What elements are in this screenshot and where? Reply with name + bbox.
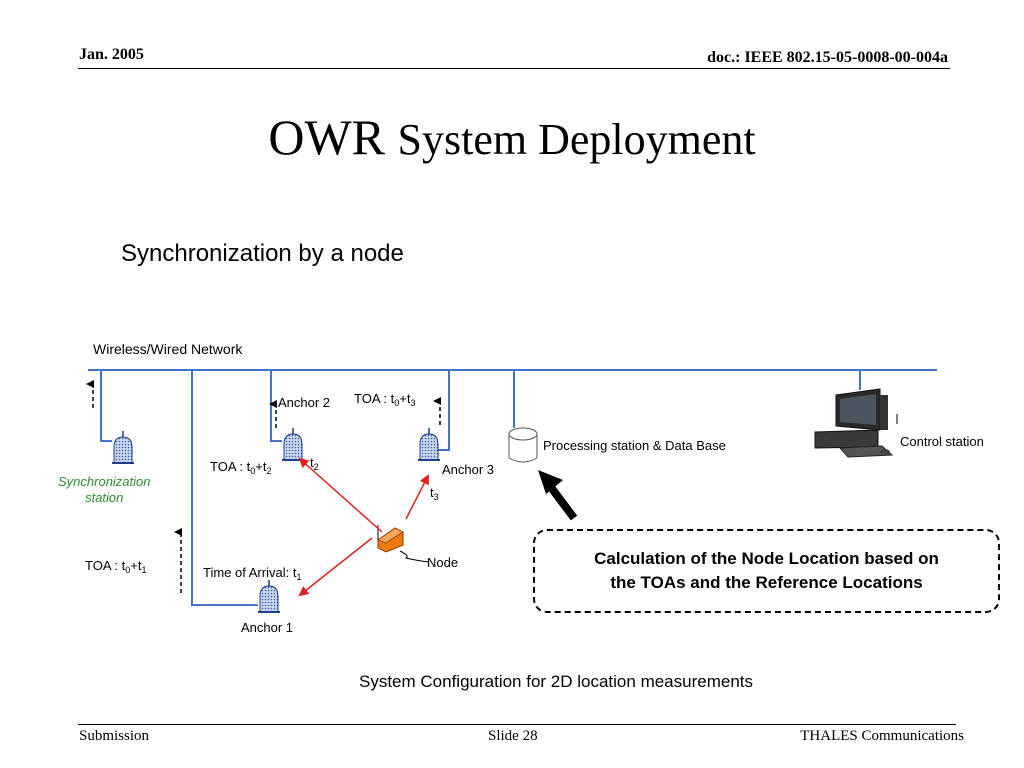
diagram-caption: System Configuration for 2D location mea… — [358, 672, 753, 691]
toa-anchor2-label: TOA : t0+t2 — [210, 459, 272, 476]
anchor1-antenna-icon — [258, 580, 280, 613]
sync-station-line2: station — [85, 490, 124, 505]
footer-slide-number: Slide 28 — [488, 728, 538, 744]
title-rest: System Deployment — [397, 115, 756, 164]
header-rule — [78, 68, 950, 69]
anchor3-antenna-icon — [418, 428, 440, 461]
header-date: Jan. 2005 — [79, 46, 144, 63]
network-label: Wireless/Wired Network — [93, 341, 243, 357]
toa-sync-label: TOA : t0+t1 — [85, 558, 147, 575]
slide-title: OWR System Deployment — [0, 108, 1024, 166]
callout-line1: Calculation of the Node Location based o… — [594, 549, 939, 568]
time-of-arrival-label: Time of Arrival: t1 — [203, 565, 302, 582]
node-device-icon — [377, 525, 429, 563]
footer-company: THALES Communications — [800, 728, 964, 744]
anchor2-label: Anchor 2 — [278, 395, 331, 410]
title-main: OWR — [268, 109, 386, 165]
sync-station-label: Synchronization station — [58, 474, 151, 506]
processing-station-label: Processing station & Data Base — [543, 438, 726, 453]
footer-submission: Submission — [79, 728, 150, 744]
sync-station-line1: Synchronization — [58, 474, 151, 489]
calculation-callout: Calculation of the Node Location based o… — [533, 529, 1000, 613]
anchor3-label: Anchor 3 — [442, 462, 495, 477]
toa-anchor3-label: TOA : t0+t3 — [354, 391, 416, 408]
t2-label: t2 — [310, 455, 319, 472]
sync-up-arrows — [86, 380, 441, 593]
header-doc-id: doc.: IEEE 802.15-05-0008-00-004a — [707, 49, 948, 66]
t3-label: t3 — [430, 485, 439, 502]
anchor1-label: Anchor 1 — [241, 620, 294, 635]
node-label: Node — [427, 555, 459, 570]
control-station-label: Control station — [900, 434, 984, 449]
node-signal-arrows — [298, 457, 429, 597]
pointer-arrow-icon — [538, 470, 578, 521]
database-icon — [508, 427, 538, 463]
network-backbone — [88, 369, 937, 606]
anchor2-antenna-icon — [282, 428, 304, 461]
sync-station-antenna-icon — [112, 431, 134, 464]
callout-line2: the TOAs and the Reference Locations — [610, 573, 923, 592]
computer-icon — [814, 388, 898, 458]
footer-rule — [78, 724, 956, 725]
slide-subtitle: Synchronization by a node — [121, 240, 404, 267]
